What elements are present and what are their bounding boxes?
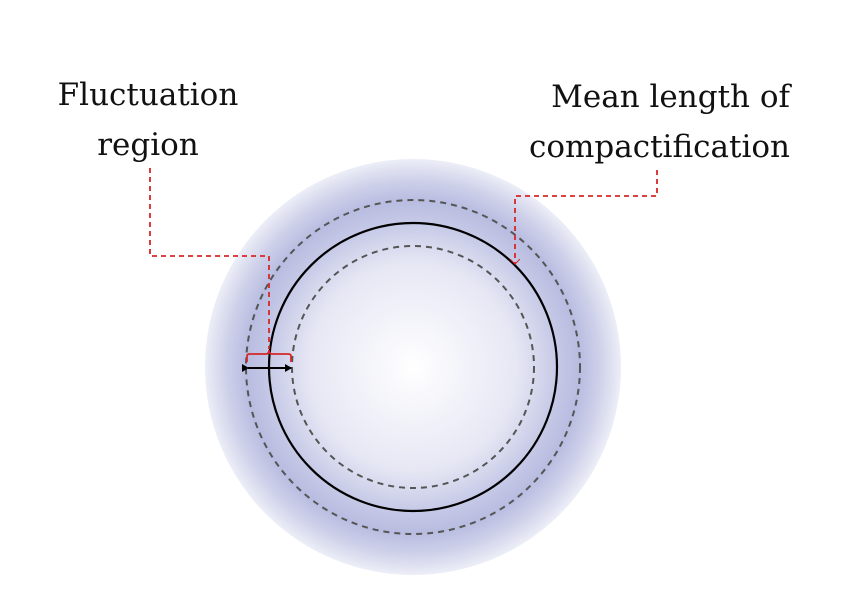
mean-length-label-line2: compactification (528, 129, 790, 165)
fluctuation-label-line1: Fluctuation (57, 77, 239, 113)
inner-dashed-circle (291, 245, 535, 489)
outer-dashed-circle (245, 199, 581, 535)
mean-length-leader-line (515, 170, 658, 264)
fluctuation-region-label: Fluctuation region (48, 70, 248, 170)
mean-length-label-line1: Mean length of (551, 79, 790, 115)
mean-length-label: Mean length of compactification (505, 72, 790, 172)
fluctuation-brace (246, 349, 292, 362)
fluctuation-leader-line (149, 168, 270, 349)
fluctuation-label-line2: region (97, 127, 199, 163)
